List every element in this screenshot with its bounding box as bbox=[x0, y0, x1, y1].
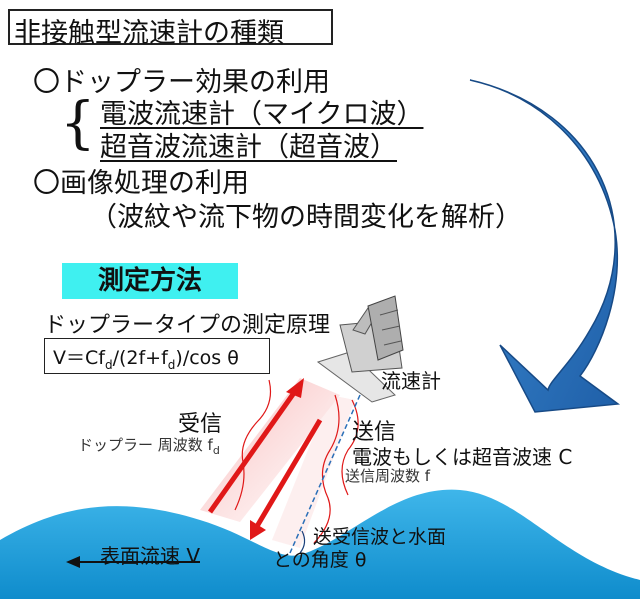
brace-symbol: { bbox=[60, 91, 96, 156]
title-box bbox=[8, 9, 333, 45]
receive-arrow bbox=[207, 378, 304, 514]
method-label: 測定方法 bbox=[62, 263, 238, 299]
beam-axis-line bbox=[289, 394, 361, 554]
image-processing-heading: 〇画像処理の利用 bbox=[33, 168, 249, 199]
water-surface bbox=[0, 489, 640, 599]
doppler-frequency-label: ドップラー 周波数 fd bbox=[78, 436, 220, 457]
surface-velocity-arrow bbox=[66, 556, 200, 568]
formula-box bbox=[44, 338, 270, 374]
formula: V＝Cfd/(2f+fd)/cos θ bbox=[53, 347, 239, 372]
send-frequency-label: 送信周波数 f bbox=[345, 467, 431, 485]
wave-speed-label: 電波もしくは超音波速 C bbox=[352, 445, 573, 469]
angle-label-line2: との角度 θ bbox=[273, 549, 367, 571]
angle-label-line1: 送受信波と水面 bbox=[313, 526, 447, 548]
receive-beam bbox=[200, 378, 340, 522]
flow-meter-label: 流速計 bbox=[381, 369, 441, 393]
send-wave-2 bbox=[341, 399, 359, 496]
send-arrow bbox=[250, 418, 323, 540]
ultrasonic-flowmeter: 超音波流速計（超音波） bbox=[100, 132, 397, 163]
curved-arrow bbox=[469, 79, 621, 413]
send-beam bbox=[272, 395, 355, 548]
page-title: 非接触型流速計の種類 bbox=[14, 18, 284, 49]
flow-meter-device bbox=[316, 295, 404, 403]
receive-wave bbox=[234, 379, 272, 511]
send-label: 送信 bbox=[352, 420, 397, 445]
radio-flowmeter: 電波流速計（マイクロ波） bbox=[100, 99, 424, 130]
doppler-heading: 〇ドップラー効果の利用 bbox=[33, 67, 330, 98]
angle-arc bbox=[299, 530, 306, 554]
send-wave bbox=[313, 394, 340, 544]
image-processing-detail: （波紋や流下物の時間変化を解析） bbox=[90, 202, 522, 233]
receive-label: 受信 bbox=[178, 412, 223, 437]
principle-title: ドップラータイプの測定原理 bbox=[44, 313, 331, 338]
surface-velocity-label: 表面流速 V bbox=[100, 544, 201, 568]
